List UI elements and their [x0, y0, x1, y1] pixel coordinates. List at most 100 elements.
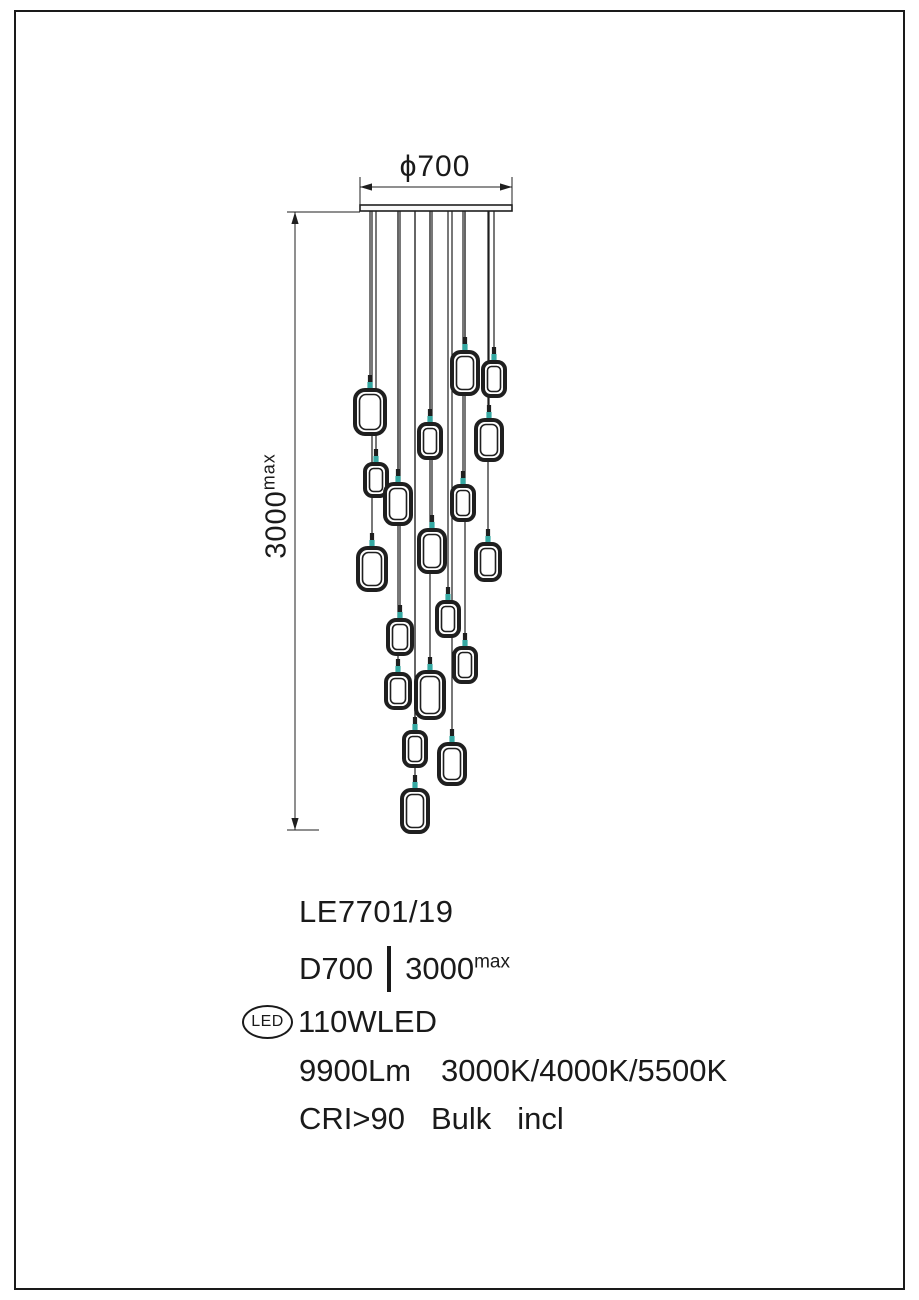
pendant-ring-inner: [391, 623, 409, 651]
lumens-value: 9900Lm: [299, 1053, 412, 1088]
pendant-ring-outer: [383, 482, 413, 526]
pendant-ring-inner: [442, 747, 462, 781]
max-height-value: 3000max: [405, 951, 510, 987]
pendant-stem: [412, 775, 418, 783]
bulb-word: Bulk: [430, 1101, 492, 1136]
height-dim-arrow-bottom: [291, 818, 299, 830]
pendant-stem: [485, 529, 491, 537]
width-dim-arrow-left: [360, 183, 372, 191]
pendant-stem: [460, 471, 466, 479]
pendant-ring-outer: [414, 670, 446, 720]
pendant-ring-outer: [452, 646, 478, 684]
pendant-connector: [395, 476, 401, 485]
lumens-row: 9900Lm 3000K/4000K/5500K: [299, 1053, 727, 1089]
pendant-ring-outer: [450, 484, 476, 522]
pendant-ring-outer: [437, 742, 467, 786]
pendant-ring-inner: [388, 487, 408, 521]
pendant-ring-outer: [384, 672, 412, 710]
pendant-ring-inner: [440, 605, 456, 633]
pendant-stem: [429, 515, 435, 523]
pendant-stem: [397, 605, 403, 613]
pendant-ring-outer: [417, 528, 447, 574]
pendant-stem: [412, 717, 418, 725]
pendant-ring-outer: [474, 542, 502, 582]
pendant-stem: [395, 469, 401, 477]
wattage-value: 110WLED: [298, 1004, 437, 1039]
led-row: LED 110WLED: [242, 1004, 727, 1040]
pendant-connector: [445, 594, 451, 603]
pendant-ring-inner: [389, 677, 407, 705]
cri-row: CRI>90 Bulk incl: [299, 1101, 727, 1137]
pendant-connector: [485, 536, 491, 545]
pendant-stem: [449, 729, 455, 737]
pendant-ring-outer: [356, 546, 388, 592]
pendant-ring-outer: [386, 618, 414, 656]
pendant-ring-outer: [417, 422, 443, 460]
pendant-connector: [429, 522, 435, 531]
pendant-stem: [491, 347, 497, 355]
pendant-ring-outer: [481, 360, 507, 398]
spec-text-block: LE7701/19 D700 3000max LED 110WLED 9900L…: [242, 894, 727, 1137]
pendant-ring-inner: [455, 489, 471, 517]
pendant-ring-inner: [479, 423, 499, 457]
pendant-ring-inner: [479, 547, 497, 577]
color-temperature-value: 3000K/4000K/5500K: [441, 1053, 728, 1088]
max-height-sup: max: [474, 951, 510, 973]
pendant-stem: [486, 405, 492, 413]
pendant-ring-inner: [422, 427, 438, 455]
pendant-stem: [445, 587, 451, 595]
pendant-connector: [486, 412, 492, 421]
pendant-connector: [460, 478, 466, 487]
pendant-connector: [397, 612, 403, 621]
pendant-connector: [412, 724, 418, 733]
pendant-connector: [373, 456, 379, 465]
model-number: LE7701/19: [299, 894, 454, 929]
pendant-connector: [449, 736, 455, 745]
pendant-stem: [427, 657, 433, 665]
pendant-ring-inner: [361, 551, 383, 587]
height-dimension-sup: max: [258, 453, 279, 491]
pendant-stem: [395, 659, 401, 667]
pendant-ring-outer: [353, 388, 387, 436]
diameter-value: D700: [299, 951, 374, 986]
max-height-number: 3000: [405, 951, 475, 986]
ceiling-plate: [359, 204, 513, 212]
pendant-ring-outer: [400, 788, 430, 834]
pendant-stem: [367, 375, 373, 383]
dimension-separator: [387, 946, 392, 992]
cri-value: CRI>90: [299, 1101, 405, 1136]
pendant-connector: [369, 540, 375, 549]
pendant-ring-outer: [450, 350, 480, 396]
pendant-ring-inner: [457, 651, 473, 679]
pendant-stem: [369, 533, 375, 541]
pendant-connector: [462, 640, 468, 649]
pendant-stem: [462, 633, 468, 641]
pendant-connector: [427, 664, 433, 673]
pendant-stem: [462, 337, 468, 345]
pendant-ring-inner: [422, 533, 442, 569]
pendant-connector: [427, 416, 433, 425]
pendant-ring-outer: [363, 462, 389, 498]
pendant-stem: [373, 449, 379, 457]
pendant-ring-inner: [455, 355, 475, 391]
pendant-ring-inner: [419, 675, 441, 715]
led-badge: LED: [242, 1005, 293, 1039]
pendant-stem: [427, 409, 433, 417]
included-word: incl: [517, 1101, 564, 1136]
width-dim-arrow-right: [500, 183, 512, 191]
page-border: [14, 10, 905, 1290]
pendant-connector: [367, 382, 373, 391]
pendant-ring-inner: [486, 365, 502, 393]
pendant-connector: [462, 344, 468, 353]
pendant-ring-outer: [435, 600, 461, 638]
width-dimension-label: ϕ700: [399, 150, 471, 183]
pendant-connector: [395, 666, 401, 675]
pendant-ring-outer: [474, 418, 504, 462]
pendant-connector: [412, 782, 418, 791]
height-dimension-value: 3000: [260, 490, 293, 559]
pendant-ring-outer: [402, 730, 428, 768]
pendant-ring-inner: [358, 393, 382, 431]
pendant-ring-inner: [368, 467, 384, 493]
